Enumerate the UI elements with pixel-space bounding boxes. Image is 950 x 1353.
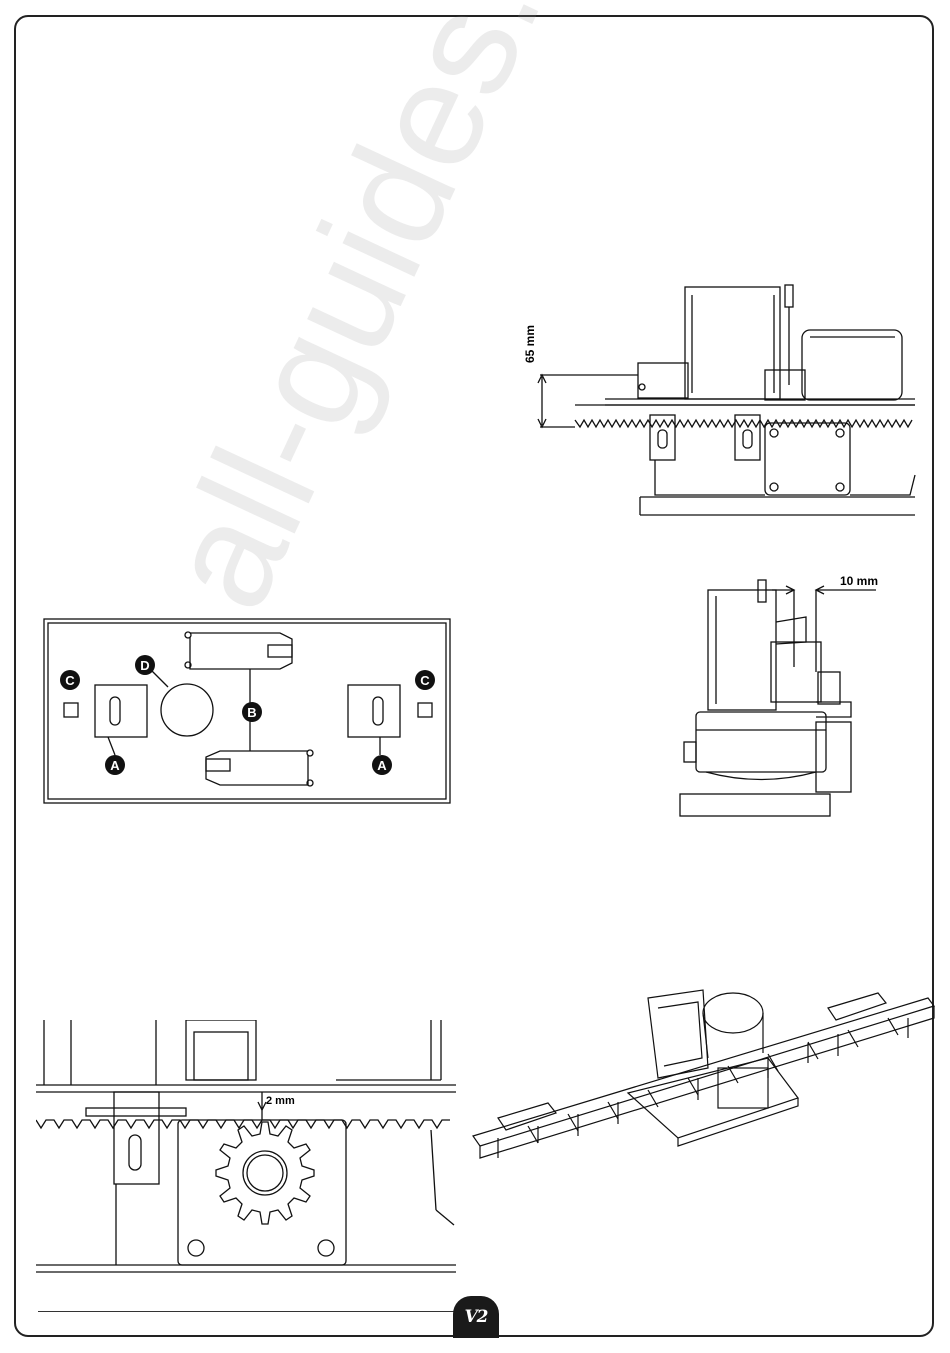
callout-c-left: C: [65, 673, 75, 688]
callout-a-left: A: [110, 758, 120, 773]
gear-gap-drawing: 2 mm: [36, 1020, 456, 1280]
footer-rule: [38, 1311, 458, 1312]
perspective-drawing: [468, 978, 938, 1178]
brand-logo: V2: [464, 1307, 487, 1327]
figure-gear-gap: 2 mm: [36, 1020, 456, 1280]
figure-rack-height: 65 mm: [520, 275, 920, 525]
callout-d: D: [140, 658, 149, 673]
height-dimension-label: 65 mm: [523, 325, 537, 363]
callout-b: B: [247, 705, 256, 720]
clearance-dimension-label: 10 mm: [840, 574, 878, 588]
callout-a-right: A: [377, 758, 387, 773]
callout-c-right: C: [420, 673, 430, 688]
base-plate-drawing: C C D B A A: [40, 615, 455, 807]
figure-base-plate: C C D B A A: [40, 615, 455, 807]
gap-dimension-label: 2 mm: [266, 1095, 295, 1107]
rack-height-drawing: 65 mm: [520, 275, 920, 525]
side-clearance-drawing: 10 mm: [676, 572, 891, 820]
figure-perspective: [468, 978, 938, 1178]
brand-logo-tab: V2: [453, 1296, 499, 1338]
figure-side-clearance: 10 mm: [676, 572, 891, 820]
